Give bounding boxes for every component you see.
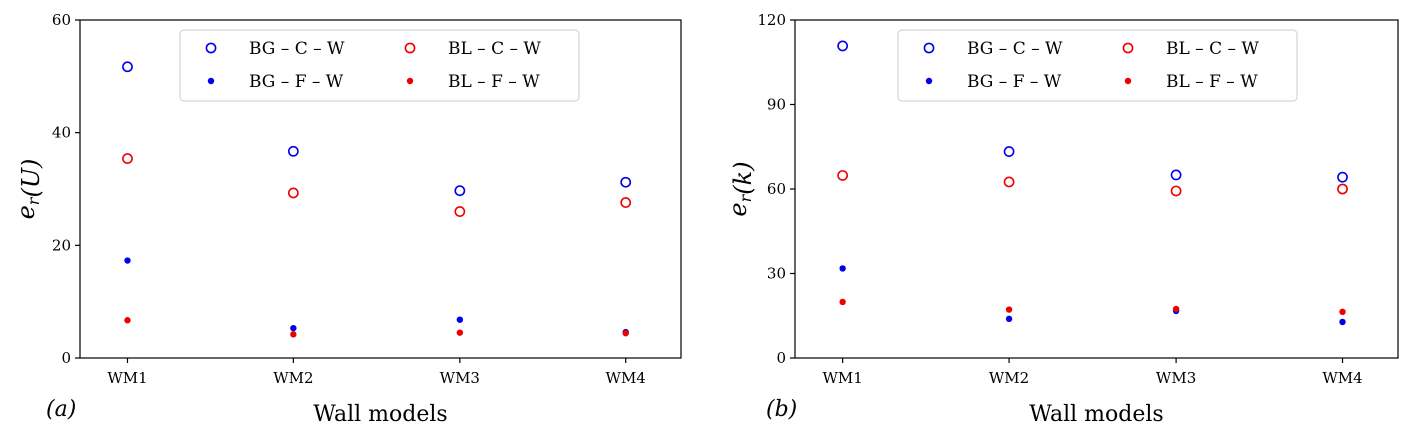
legend-label: BG – F – W	[249, 72, 344, 92]
legend-marker	[404, 42, 416, 54]
x-axis-label: Wall models	[313, 402, 447, 427]
marker-bl-c-w-wm3	[1170, 185, 1182, 197]
y-tick-label: 20	[52, 236, 71, 254]
marker-bl-c-w-wm2	[287, 187, 299, 199]
marker-bl-f-w-wm3	[456, 329, 464, 336]
panel-label: (a)	[46, 397, 76, 422]
marker-bg-f-w-wm4	[1339, 318, 1346, 326]
marker-bl-c-w-wm2	[1003, 176, 1015, 188]
y-tick-label: 0	[776, 349, 786, 367]
marker-bl-c-w-wm1	[837, 170, 849, 181]
x-axis-label: Wall models	[1029, 402, 1163, 427]
legend-label: BG – C – W	[249, 39, 345, 59]
marker-bl-c-w-wm4	[1337, 183, 1348, 195]
x-tick-label: WM1	[822, 369, 862, 387]
marker-bl-c-w-wm3	[454, 206, 466, 217]
x-tick-label: WM3	[440, 369, 480, 387]
marker-bg-f-w-wm2	[1005, 315, 1013, 323]
marker-bg-c-w-wm2	[1003, 146, 1015, 157]
marker-bg-c-w-wm3	[1170, 169, 1182, 181]
legend-label: BL – C – W	[448, 39, 541, 59]
y-tick-label: 120	[757, 11, 786, 29]
x-tick-label: WM2	[273, 369, 313, 387]
legend-marker	[207, 77, 215, 85]
marker-bg-c-w-wm1	[837, 40, 849, 52]
legend-label: BL – F – W	[448, 72, 540, 92]
legend-box	[897, 29, 1298, 102]
marker-bl-f-w-wm4	[1339, 308, 1346, 316]
y-axis-label: er(k)	[724, 161, 757, 216]
x-tick-label: WM4	[606, 369, 646, 387]
x-tick-label: WM1	[107, 369, 147, 387]
marker-bl-f-w-wm4	[622, 330, 629, 337]
x-tick-label: WM2	[989, 369, 1029, 387]
y-axis-label: er(U)	[12, 159, 45, 220]
y-tick-label: 30	[767, 265, 786, 283]
legend-label: BL – F – W	[1166, 72, 1258, 92]
legend-marker	[1124, 77, 1132, 85]
y-tick-label: 0	[61, 349, 71, 367]
marker-bl-f-w-wm2	[290, 331, 297, 338]
marker-bg-f-w-wm1	[124, 257, 131, 264]
legend-marker	[406, 77, 414, 85]
marker-bl-c-w-wm1	[122, 153, 133, 164]
marker-bg-c-w-wm2	[287, 145, 299, 157]
legend: BG – C – W BL – C – W BG – F – W BL – F – W	[897, 29, 1298, 102]
marker-bg-f-w-wm1	[839, 265, 846, 272]
marker-bg-c-w-wm4	[620, 176, 632, 188]
marker-bg-f-w-wm2	[290, 324, 297, 332]
legend-marker	[1122, 42, 1134, 54]
y-tick-label: 60	[52, 11, 71, 29]
marker-bl-c-w-wm4	[620, 197, 632, 208]
legend-marker	[923, 42, 935, 54]
y-tick-label: 90	[767, 96, 786, 114]
marker-bl-f-w-wm1	[124, 317, 131, 324]
marker-bl-f-w-wm1	[839, 298, 846, 306]
marker-bg-f-w-wm3	[456, 316, 464, 323]
legend-label: BL – C – W	[1166, 39, 1259, 59]
legend-marker	[925, 77, 933, 85]
y-tick-label: 40	[52, 124, 71, 142]
marker-bg-c-w-wm1	[122, 61, 133, 73]
x-tick-label: WM4	[1322, 369, 1362, 387]
marker-bg-c-w-wm4	[1337, 171, 1348, 183]
marker-bl-f-w-wm2	[1005, 306, 1013, 313]
y-tick-label: 60	[767, 180, 786, 198]
marker-bg-c-w-wm3	[454, 185, 466, 197]
plot-frame	[79, 19, 682, 359]
panel-label: (b)	[766, 397, 797, 422]
marker-bl-f-w-wm3	[1172, 305, 1180, 313]
legend-label: BG – F – W	[967, 72, 1062, 92]
legend-label: BG – C – W	[967, 39, 1063, 59]
legend-box	[179, 29, 580, 102]
x-tick-label: WM3	[1156, 369, 1196, 387]
legend: BG – C – W BL – C – W BG – F – W BL – F – W	[179, 29, 580, 102]
legend-marker	[205, 42, 217, 54]
